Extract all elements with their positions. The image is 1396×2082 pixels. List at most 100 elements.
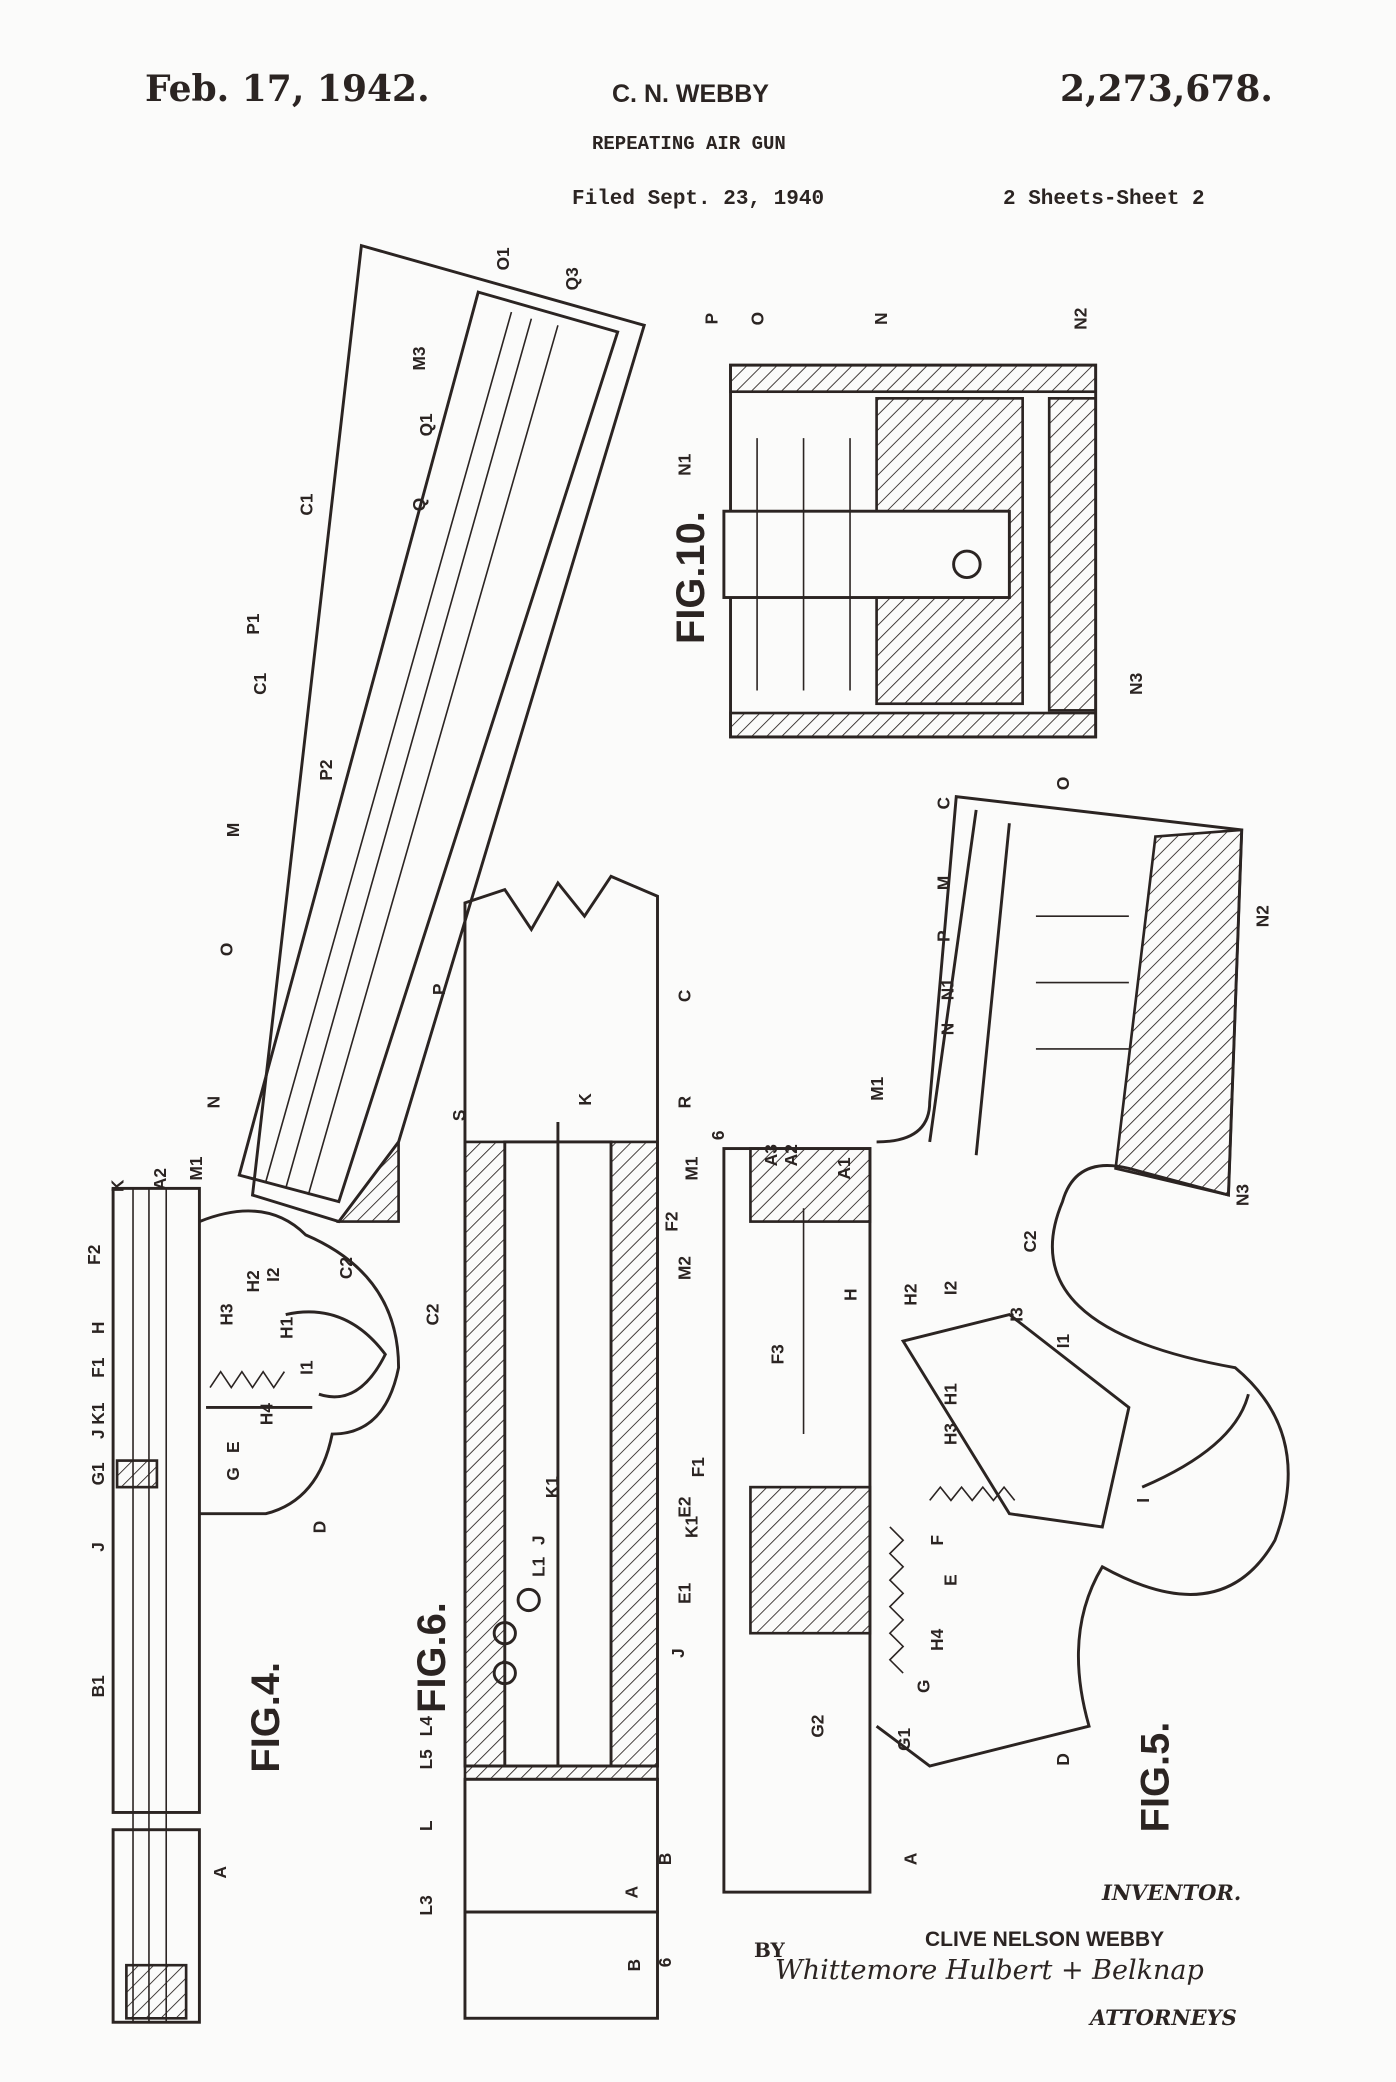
reference-label: N3	[1126, 673, 1146, 695]
figure-label: FIG.6.	[410, 1602, 454, 1713]
reference-label: S	[449, 1110, 469, 1122]
reference-label: R	[675, 1095, 695, 1108]
reference-label: P	[934, 930, 954, 942]
reference-label: P1	[243, 613, 263, 635]
reference-label: Q1	[416, 413, 436, 436]
inventor-short-name: C. N. WEBBY	[612, 80, 769, 108]
reference-label: A	[622, 1886, 642, 1898]
reference-label: K1	[681, 1516, 701, 1538]
reference-label: H3	[217, 1303, 237, 1325]
reference-label: G	[914, 1680, 934, 1693]
reference-label: C2	[336, 1257, 356, 1279]
reference-label: M1	[681, 1156, 701, 1180]
reference-label: 6	[655, 1958, 675, 1968]
reference-label: H	[841, 1288, 861, 1300]
reference-label: O	[748, 312, 768, 325]
figure-label: FIG.10.	[669, 511, 713, 644]
reference-label: L5	[416, 1749, 436, 1770]
reference-label: H4	[256, 1403, 276, 1425]
reference-label: N1	[938, 978, 958, 1000]
reference-label: E1	[675, 1582, 695, 1604]
reference-label: A2	[150, 1168, 170, 1190]
reference-label: P	[701, 313, 721, 325]
reference-label: D	[310, 1521, 330, 1533]
reference-label: B	[624, 1959, 644, 1971]
reference-label: H4	[927, 1628, 947, 1650]
reference-label: K	[108, 1179, 128, 1192]
reference-label: N	[871, 312, 891, 324]
reference-label: F3	[768, 1344, 788, 1364]
fig10-drawing	[722, 363, 1098, 739]
reference-label: G1	[88, 1462, 108, 1485]
reference-label: F	[927, 1535, 947, 1546]
reference-label: M	[934, 876, 954, 890]
reference-label: H2	[900, 1284, 920, 1306]
reference-label: G2	[807, 1715, 827, 1738]
reference-label: N1	[675, 453, 695, 475]
figure-label: FIG.4.	[244, 1662, 288, 1773]
reference-label: H2	[243, 1270, 263, 1292]
patent-title: REPEATING AIR GUN	[592, 133, 786, 155]
reference-label: M1	[867, 1076, 887, 1100]
reference-label: I1	[296, 1360, 316, 1375]
reference-label: F1	[688, 1457, 708, 1478]
reference-label: C2	[422, 1303, 442, 1325]
fig4-drawing	[111, 243, 647, 2024]
figure-label: FIG.5.	[1134, 1722, 1178, 1833]
reference-label: I1	[1053, 1333, 1073, 1348]
reference-label: B	[655, 1853, 675, 1865]
inventor-name: CLIVE NELSON WEBBY	[925, 1928, 1165, 1951]
reference-label: C	[675, 990, 695, 1002]
reference-label: J	[529, 1535, 549, 1545]
patent-date: Feb. 17, 1942.	[145, 68, 430, 110]
fig6-drawing	[463, 874, 659, 2020]
reference-label: C	[934, 797, 954, 809]
reference-label: A3	[761, 1144, 781, 1166]
reference-label: B1	[88, 1675, 108, 1697]
reference-label: J K1	[88, 1402, 108, 1439]
reference-label: I3	[1007, 1307, 1027, 1321]
reference-label: P2	[316, 760, 336, 781]
reference-label: L1	[529, 1556, 549, 1577]
reference-label: C2	[1020, 1230, 1040, 1252]
reference-label: Q3	[562, 267, 582, 290]
reference-label: H3	[940, 1423, 960, 1445]
reference-label: K1	[542, 1476, 562, 1498]
fig5-drawing	[722, 795, 1290, 1894]
reference-label: A2	[781, 1144, 801, 1166]
reference-label: F1	[88, 1357, 108, 1378]
reference-label: H1	[276, 1316, 296, 1338]
reference-label: I	[1133, 1498, 1153, 1503]
reference-label: G1	[894, 1728, 914, 1751]
reference-label: L4	[416, 1716, 436, 1737]
reference-label: J	[88, 1542, 108, 1552]
inventor-heading: INVENTOR.	[1102, 1880, 1242, 1905]
reference-label: P	[429, 983, 449, 995]
reference-label: H1	[940, 1383, 960, 1405]
reference-label: C1	[296, 493, 316, 515]
reference-label: F2	[661, 1212, 681, 1232]
reference-label: I2	[940, 1281, 960, 1295]
reference-label: C1	[250, 672, 270, 694]
reference-label: N	[203, 1096, 223, 1108]
patent-number: 2,273,678.	[1060, 68, 1273, 110]
reference-label: L3	[416, 1895, 436, 1915]
reference-label: G	[223, 1467, 243, 1480]
reference-label: M2	[675, 1256, 695, 1280]
reference-label: L	[416, 1820, 436, 1831]
filed-date: Filed Sept. 23, 1940	[572, 188, 825, 211]
by-label: BY	[754, 1938, 785, 1962]
reference-label: N2	[1252, 905, 1272, 927]
reference-label: N3	[1232, 1184, 1252, 1206]
reference-label: Q	[409, 498, 429, 511]
reference-label: N2	[1070, 308, 1090, 330]
reference-label: A	[900, 1853, 920, 1865]
reference-label: M1	[186, 1156, 206, 1180]
reference-label: O	[217, 943, 237, 956]
reference-label: H	[88, 1322, 108, 1334]
reference-label: J	[668, 1648, 688, 1658]
sheet-info: 2 Sheets-Sheet 2	[1003, 188, 1205, 211]
reference-label: N	[938, 1023, 958, 1035]
reference-label: A	[210, 1866, 230, 1878]
